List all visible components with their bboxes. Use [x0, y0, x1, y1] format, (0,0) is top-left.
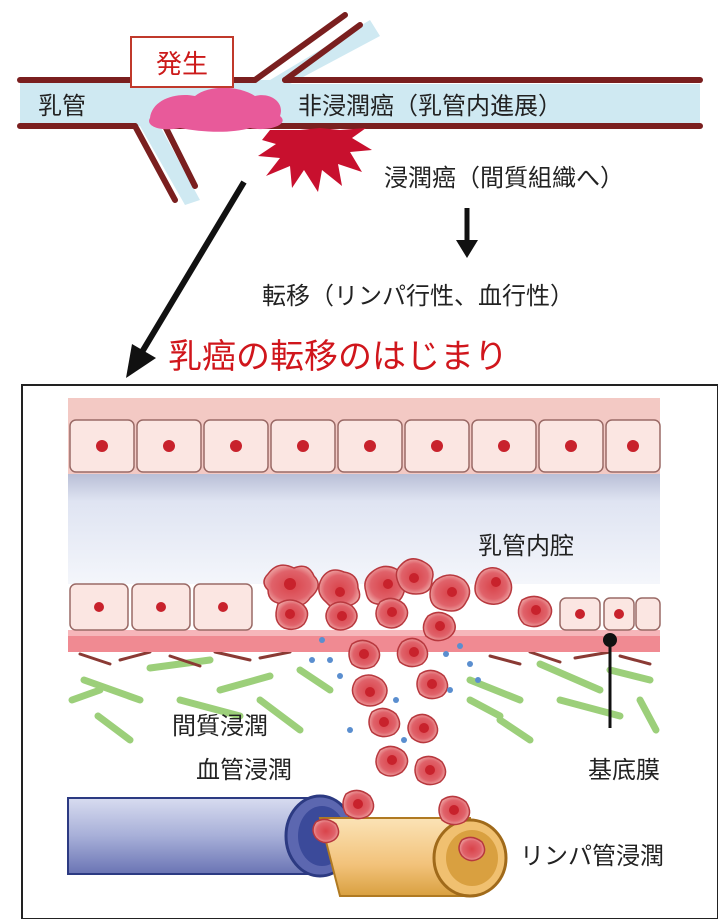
basement-membrane-label: 基底膜	[588, 756, 660, 784]
duct-schematic	[17, 12, 703, 378]
arrow-down-head	[456, 240, 478, 258]
matrix-dots	[309, 637, 481, 743]
lymphatic-invasion-label: リンパ管浸潤	[520, 842, 664, 870]
occurrence-label: 発生	[155, 49, 208, 80]
arrow-diagonal-head	[126, 344, 156, 378]
cancer-cell-nuclei	[284, 573, 541, 815]
arrow-diagonal	[139, 180, 247, 354]
lower-cell-nuclei	[94, 602, 624, 619]
upper-cell-nuclei	[96, 440, 639, 452]
duct-label: 乳管	[38, 92, 86, 120]
metastasis-label: 転移（リンパ行性、血行性）	[262, 282, 574, 310]
stroma-fibers	[68, 656, 660, 744]
occurrence-label-box: 発生	[130, 36, 234, 88]
noninvasive-cancer	[149, 87, 283, 132]
vascular-invasion-label: 血管浸潤	[196, 756, 292, 784]
diagram-title: 乳癌の転移のはじまり	[168, 337, 508, 377]
duct-lumen-label: 乳管内腔	[478, 532, 574, 560]
noninvasive-cancer-label: 非浸潤癌（乳管内進展）	[298, 92, 562, 120]
stromal-invasion-label: 間質浸潤	[172, 712, 268, 740]
lower-cells	[69, 583, 661, 631]
invasive-cancer-label: 浸潤癌（間質組織へ）	[384, 164, 624, 192]
invasive-cancer	[258, 128, 372, 192]
stroma-strands	[78, 650, 652, 668]
duct-lumen	[20, 20, 700, 205]
duct-lumen-detail	[68, 474, 660, 584]
detail-illustration	[67, 398, 661, 898]
